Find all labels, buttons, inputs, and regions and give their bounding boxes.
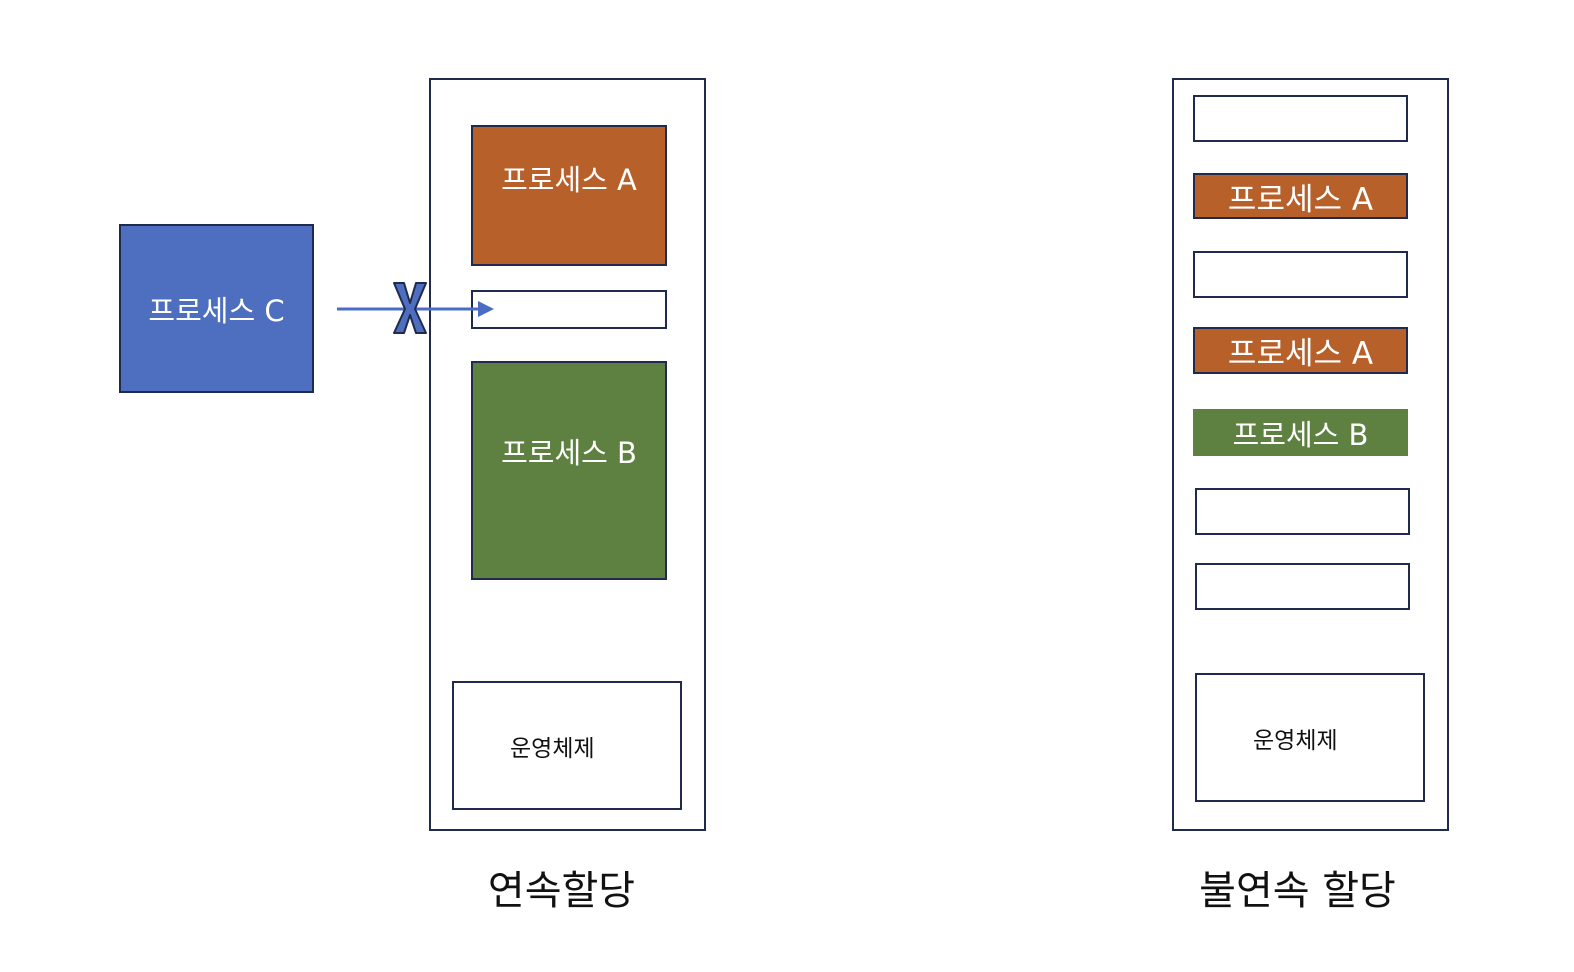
noncontiguous-os-block: 운영체제 xyxy=(1195,673,1425,802)
noncontiguous-process-a-label: 프로세스 A xyxy=(1227,181,1374,218)
process-c-label: 프로세스 C xyxy=(148,293,285,328)
contiguous-caption: 연속할당 xyxy=(487,868,636,914)
contiguous-os-block: 운영체제 xyxy=(452,681,682,810)
noncontiguous-free-slot xyxy=(1195,563,1410,610)
arrow-head xyxy=(478,301,494,317)
contiguous-process-a-label: 프로세스 A xyxy=(501,163,637,197)
noncontiguous-os-label: 운영체제 xyxy=(1253,727,1338,754)
noncontiguous-process-a-block: 프로세스 A xyxy=(1193,173,1408,219)
noncontiguous-process-b-label: 프로세스 B xyxy=(1232,417,1369,452)
contiguous-process-b-block: 프로세스 B xyxy=(471,361,667,580)
noncontiguous-process-a-label: 프로세스 A xyxy=(1227,336,1374,372)
blocked-x-icon xyxy=(393,282,427,334)
contiguous-os-label: 운영체제 xyxy=(510,735,595,762)
blocked-arrow xyxy=(337,282,494,334)
contiguous-free-gap xyxy=(471,290,667,329)
noncontiguous-free-slot xyxy=(1193,95,1408,142)
contiguous-process-a-block: 프로세스 A xyxy=(471,125,667,266)
process-c-block: 프로세스 C xyxy=(119,224,314,393)
contiguous-process-b-label: 프로세스 B xyxy=(501,436,637,470)
noncontiguous-free-slot xyxy=(1195,488,1410,535)
noncontiguous-process-a-block: 프로세스 A xyxy=(1193,327,1408,374)
noncontiguous-process-b-block: 프로세스 B xyxy=(1193,409,1408,456)
noncontiguous-caption: 불연속 할당 xyxy=(1199,868,1396,914)
noncontiguous-free-slot xyxy=(1193,251,1408,298)
